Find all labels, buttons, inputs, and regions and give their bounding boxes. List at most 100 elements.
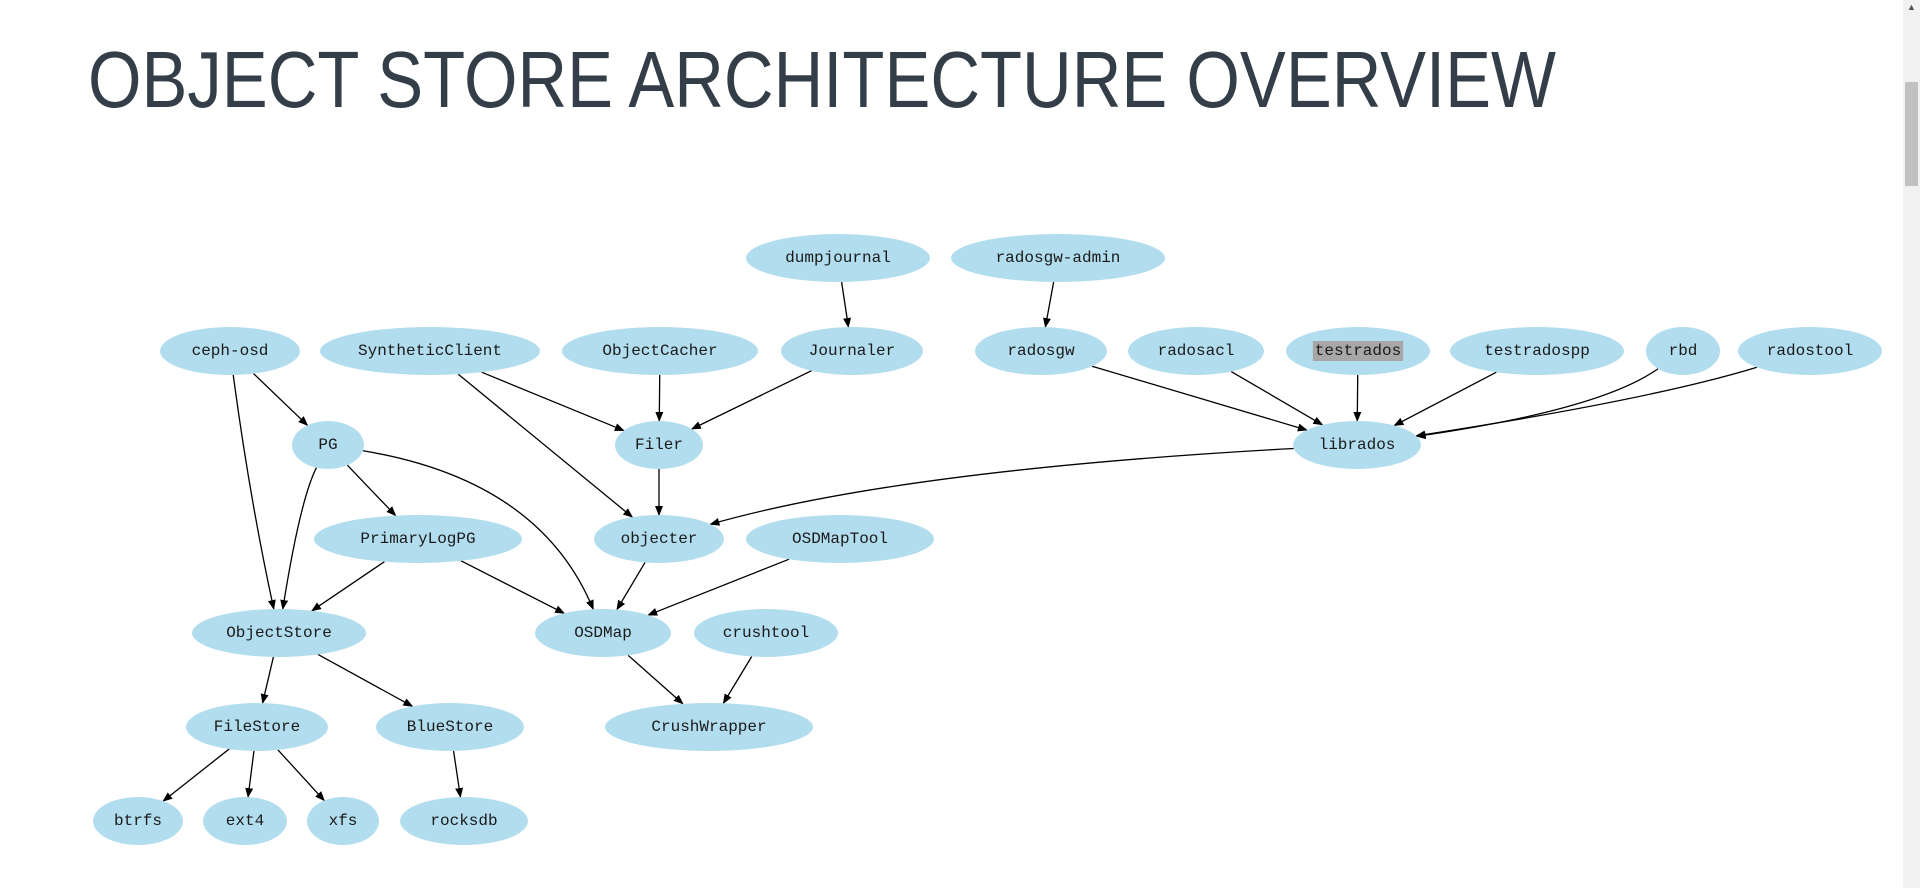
node-label: Filer <box>635 436 683 454</box>
node-ellipse <box>160 327 300 375</box>
edge-radosgw-to-librados <box>1091 365 1308 432</box>
scroll-thumb[interactable] <box>1905 82 1918 186</box>
node-label: radostool <box>1767 342 1853 360</box>
node-btrfs: btrfs <box>93 797 183 845</box>
edge-pg-to-objectstore <box>280 467 318 611</box>
node-ellipse <box>376 703 524 751</box>
node-osdmaptool: OSDMapTool <box>746 515 934 563</box>
scroll-up-arrow-icon[interactable]: ▲ <box>1907 2 1916 12</box>
graph-nodes: dumpjournal radosgw-admin ceph-osd Syntheti… <box>93 234 1882 845</box>
edge-pg-to-osdmap <box>362 450 594 611</box>
node-ellipse <box>292 421 364 469</box>
edge-osdmaptool-to-osdmap <box>647 558 790 616</box>
node-objectstore: ObjectStore <box>192 609 366 657</box>
node-crushtool: crushtool <box>694 609 838 657</box>
vertical-scrollbar[interactable]: ▲ <box>1903 0 1920 888</box>
node-label: ext4 <box>226 812 264 830</box>
node-label: objecter <box>621 530 698 548</box>
node-ellipse <box>594 515 724 563</box>
node-label: OSDMap <box>574 624 632 642</box>
edge-ceph-osd-to-objectstore <box>232 374 276 611</box>
node-label: OSDMapTool <box>792 530 888 548</box>
node-radosgw-admin: radosgw-admin <box>951 234 1165 282</box>
node-label: rbd <box>1669 342 1698 360</box>
node-osdmap: OSDMap <box>535 609 671 657</box>
node-ellipse <box>320 327 540 375</box>
graph-edges <box>162 281 1758 802</box>
search-highlight <box>1312 341 1404 361</box>
edge-pg-to-primarylogpg <box>346 464 397 517</box>
node-ellipse <box>535 609 671 657</box>
node-ellipse <box>615 421 703 469</box>
edge-osdmap-to-crushwrapper <box>627 654 684 705</box>
node-rocksdb: rocksdb <box>400 797 528 845</box>
edge-rbd-to-librados <box>1415 368 1659 440</box>
node-journaler: Journaler <box>781 327 923 375</box>
node-label: xfs <box>329 812 358 830</box>
edge-bluestore-to-rocksdb <box>452 750 464 799</box>
node-label: radosgw-admin <box>996 249 1121 267</box>
edge-radosacl-to-librados <box>1230 370 1324 426</box>
node-label: PrimaryLogPG <box>360 530 475 548</box>
node-pg: PG <box>292 421 364 469</box>
node-ceph-osd: ceph-osd <box>160 327 300 375</box>
node-objectcacher: ObjectCacher <box>562 327 758 375</box>
node-label: CrushWrapper <box>651 718 766 736</box>
node-radosacl: radosacl <box>1128 327 1264 375</box>
node-radostool: radostool <box>1738 327 1882 375</box>
node-ellipse <box>694 609 838 657</box>
edge-syntheticclient-to-filer <box>481 371 625 432</box>
edge-librados-to-objecter <box>709 447 1294 526</box>
node-testrados: testrados <box>1286 327 1430 375</box>
node-ellipse <box>314 515 522 563</box>
edge-objecter-to-osdmap <box>616 562 646 611</box>
edge-ceph-osd-to-pg <box>253 373 309 426</box>
node-label: ObjectCacher <box>602 342 717 360</box>
edge-testradospp-to-librados <box>1393 371 1497 427</box>
node-ellipse <box>186 703 328 751</box>
node-ellipse <box>562 327 758 375</box>
edge-syntheticclient-to-objecter <box>457 373 634 518</box>
node-librados: librados <box>1293 421 1421 469</box>
node-crushwrapper: CrushWrapper <box>605 703 813 751</box>
node-label: btrfs <box>114 812 162 830</box>
edge-filestore-to-btrfs <box>162 748 230 802</box>
node-label: crushtool <box>723 624 809 642</box>
node-label: Journaler <box>809 342 895 360</box>
edge-objectstore-to-filestore <box>260 656 275 705</box>
node-label: PG <box>318 436 337 454</box>
node-label: librados <box>1319 436 1396 454</box>
edge-primarylogpg-to-osdmap <box>460 560 566 614</box>
edge-filestore-to-xfs <box>277 749 325 802</box>
node-label: dumpjournal <box>785 249 891 267</box>
node-ext4: ext4 <box>203 797 287 845</box>
edge-objectstore-to-bluestore <box>317 653 414 707</box>
page-title: OBJECT STORE ARCHITECTURE OVERVIEW <box>88 35 1556 124</box>
node-ellipse <box>951 234 1165 282</box>
node-bluestore: BlueStore <box>376 703 524 751</box>
node-ellipse <box>1293 421 1421 469</box>
node-ellipse <box>307 797 379 845</box>
node-primarylogpg: PrimaryLogPG <box>314 515 522 563</box>
node-ellipse <box>203 797 287 845</box>
edge-dumpjournal-to-journaler <box>840 281 852 329</box>
edge-primarylogpg-to-objectstore <box>311 561 385 612</box>
node-testradospp: testradospp <box>1450 327 1624 375</box>
node-label: FileStore <box>214 718 300 736</box>
node-ellipse <box>746 515 934 563</box>
node-label: SyntheticClient <box>358 342 502 360</box>
node-xfs: xfs <box>307 797 379 845</box>
node-label: ObjectStore <box>226 624 332 642</box>
node-syntheticclient: SyntheticClient <box>320 327 540 375</box>
node-label: testradospp <box>1484 342 1590 360</box>
node-ellipse <box>975 327 1107 375</box>
node-dumpjournal: dumpjournal <box>746 234 930 282</box>
node-ellipse <box>605 703 813 751</box>
node-label: ceph-osd <box>192 342 269 360</box>
node-ellipse <box>1738 327 1882 375</box>
node-ellipse <box>781 327 923 375</box>
edge-radosgw-admin-to-radosgw <box>1043 281 1055 329</box>
node-label: testrados <box>1315 342 1401 360</box>
node-label: BlueStore <box>407 718 493 736</box>
